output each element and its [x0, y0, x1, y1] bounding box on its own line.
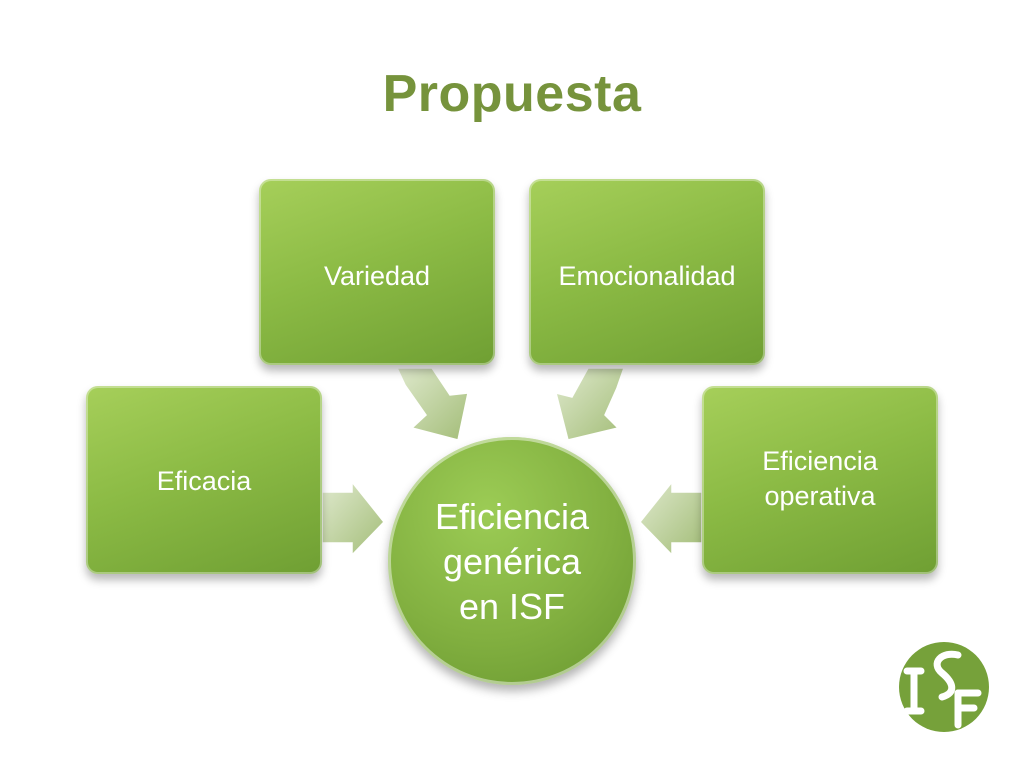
node-emocionalidad-label: Emocionalidad [558, 261, 736, 291]
arrow-emocionalidad [554, 367, 626, 441]
center-node: Eficiencia genérica en ISF [388, 437, 636, 685]
arrow-eficacia [321, 479, 385, 557]
node-variedad: Variedad [259, 179, 495, 365]
node-emocionalidad: Emocionalidad [529, 179, 765, 365]
node-eficacia-label: Eficacia [156, 466, 252, 496]
arrow-eficiencia-operativa [639, 479, 703, 557]
node-variedad-label: Variedad [323, 261, 431, 291]
node-eficiencia-operativa-label: Eficiencia operativa [762, 446, 878, 512]
node-eficiencia-operativa: Eficiencia operativa [702, 386, 938, 574]
isf-logo-icon [899, 642, 989, 732]
center-node-label: Eficiencia genérica en ISF [434, 495, 590, 627]
slide-title: Propuesta [382, 65, 642, 123]
node-eficacia: Eficacia [86, 386, 322, 574]
arrow-variedad [395, 367, 469, 441]
